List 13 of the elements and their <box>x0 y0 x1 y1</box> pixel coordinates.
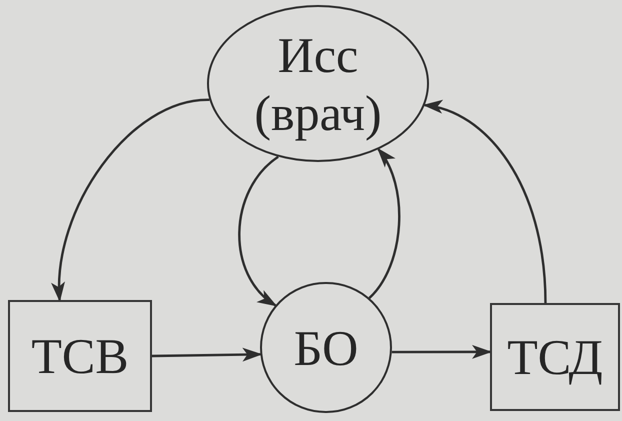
node-label: Исс (врач) <box>253 26 383 142</box>
process-box <box>8 300 152 412</box>
ellipse-node <box>207 5 429 162</box>
process-box <box>490 303 620 411</box>
node-label: ТСВ <box>31 327 129 385</box>
arrow <box>238 156 279 307</box>
node-label: ТСД <box>507 328 603 386</box>
arrow <box>392 344 492 359</box>
node-label: БО <box>294 318 358 376</box>
arrow <box>152 348 262 362</box>
arrow <box>368 148 400 299</box>
arrow <box>52 98 210 302</box>
arrow <box>422 101 547 304</box>
